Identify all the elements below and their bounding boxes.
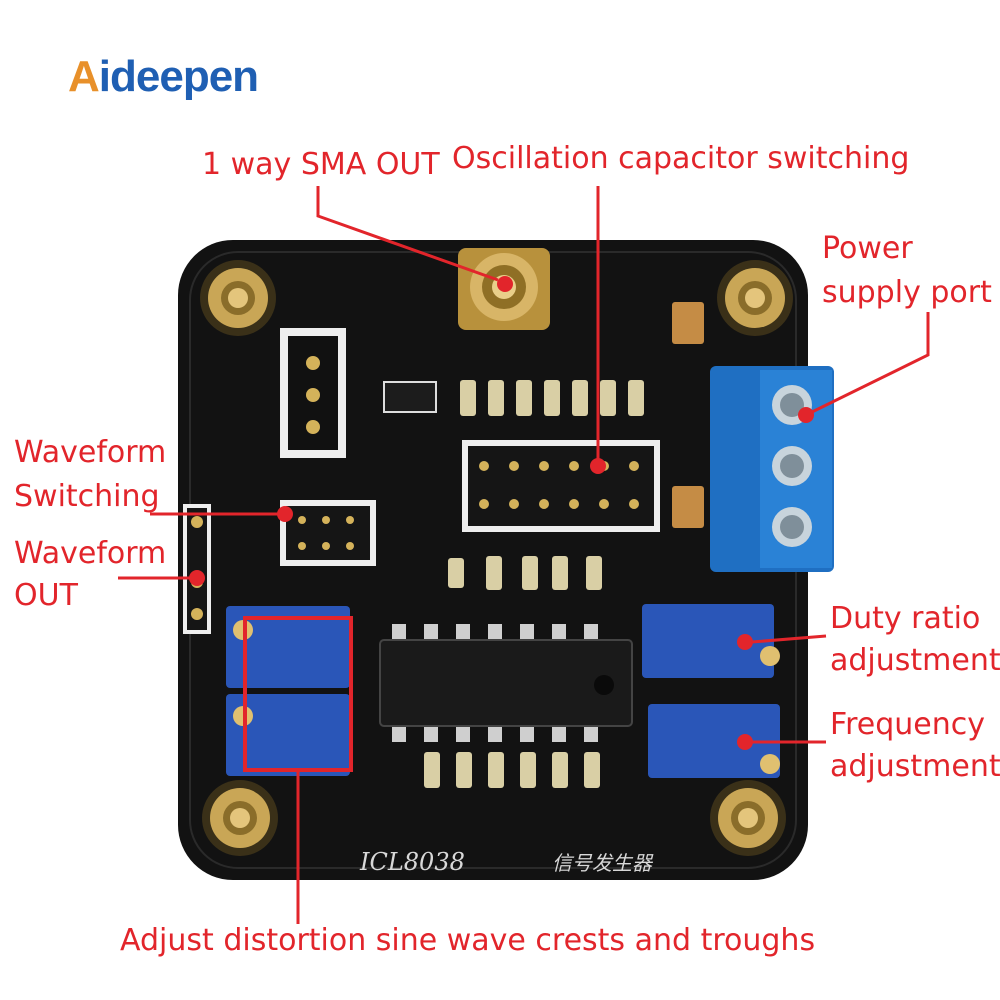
potentiometer-duty-ratio xyxy=(642,604,780,678)
smd-row-bottom xyxy=(424,752,600,788)
silk-title: 信号发生器 xyxy=(552,851,654,875)
label-power-line1: Power xyxy=(822,231,913,266)
label-waveform-out-line2: OUT xyxy=(14,578,78,613)
jumper-waveform-switching xyxy=(280,500,376,566)
brand-logo-rest: ideepen xyxy=(98,52,259,101)
potentiometer-left-top xyxy=(226,606,350,688)
ic-u2 xyxy=(383,381,437,413)
label-sma-out: 1 way SMA OUT xyxy=(202,147,440,182)
corner-nut-top-left xyxy=(200,260,276,336)
label-waveform-out-line1: Waveform xyxy=(14,536,167,571)
tantalum-cap-top xyxy=(672,302,704,344)
label-waveform-switching-line2: Switching xyxy=(14,479,160,514)
corner-nut-bottom-right xyxy=(710,780,786,856)
potentiometer-frequency xyxy=(648,704,780,778)
silk-chip-marking: ICL8038 xyxy=(359,848,465,876)
corner-nut-top-right xyxy=(717,260,793,336)
label-frequency-line1: Frequency xyxy=(830,707,985,742)
header-3pin xyxy=(280,328,346,458)
label-waveform-switching-line1: Waveform xyxy=(14,435,167,470)
header-waveform-out xyxy=(183,504,211,634)
brand-logo: Aideepen xyxy=(68,52,318,112)
ic-icl8038 xyxy=(379,624,633,742)
corner-nut-bottom-left xyxy=(202,780,278,856)
label-duty-ratio-line2: adjustment xyxy=(830,643,1000,678)
smd-row-mid xyxy=(448,556,602,590)
label-power-line2: supply port xyxy=(822,275,992,310)
tantalum-cap-mid xyxy=(672,486,704,528)
smd-row-top xyxy=(460,380,644,416)
label-duty-ratio-line1: Duty ratio xyxy=(830,601,981,636)
callout-dots xyxy=(189,276,814,750)
header-oscillation-capacitor xyxy=(462,440,660,532)
label-oscillation-capacitor: Oscillation capacitor switching xyxy=(452,141,910,176)
brand-logo-a: A xyxy=(68,52,100,101)
terminal-block xyxy=(710,366,834,572)
label-distortion: Adjust distortion sine wave crests and t… xyxy=(120,923,816,958)
leader-lines xyxy=(118,186,930,924)
label-frequency-line2: adjustment xyxy=(830,749,1000,784)
